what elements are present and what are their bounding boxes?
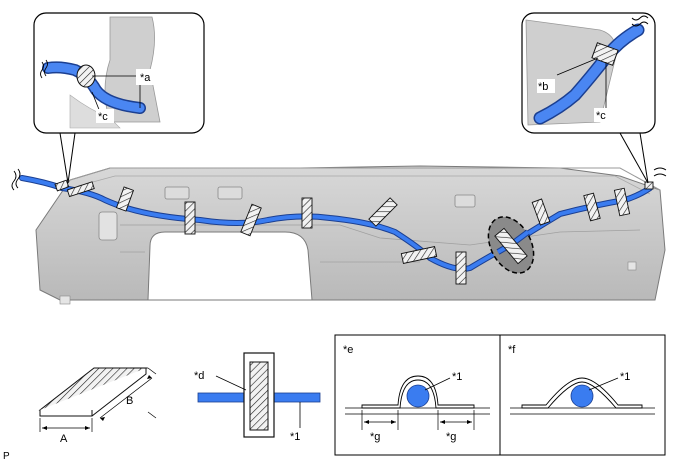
label-star-1-e: *1	[452, 371, 462, 383]
label-star-d: *d	[194, 370, 204, 382]
label-star-a: *a	[140, 72, 151, 84]
label-star-b: *b	[538, 81, 548, 93]
corner-code: P	[3, 451, 10, 462]
label-star-f: *f	[508, 344, 516, 356]
tape-set	[54, 179, 654, 285]
cross-section-f: *f *1	[508, 344, 655, 415]
label-star-c-left: *c	[98, 111, 108, 123]
cross-section-e: *e *1 *g *g	[343, 344, 490, 443]
label-star-e: *e	[343, 344, 353, 356]
label-star-g-right: *g	[446, 431, 456, 443]
tape-dimension-figure: A B	[38, 367, 157, 445]
cross-section-box	[334, 334, 666, 456]
left-detail-callout: *a *c	[33, 12, 205, 184]
headliner-panel	[35, 165, 666, 305]
right-detail-callout: *b *c	[521, 12, 656, 184]
label-star-c-right: *c	[596, 110, 606, 122]
dim-label-b: B	[126, 395, 133, 407]
highlighted-tape	[487, 216, 535, 274]
label-star-1-tape: *1	[290, 431, 300, 443]
label-star-1-f: *1	[620, 371, 630, 383]
label-star-g-left: *g	[370, 431, 380, 443]
tape-on-wire-figure: *d *1	[194, 352, 321, 443]
wire-harness	[11, 167, 667, 272]
dim-label-a: A	[60, 433, 68, 445]
